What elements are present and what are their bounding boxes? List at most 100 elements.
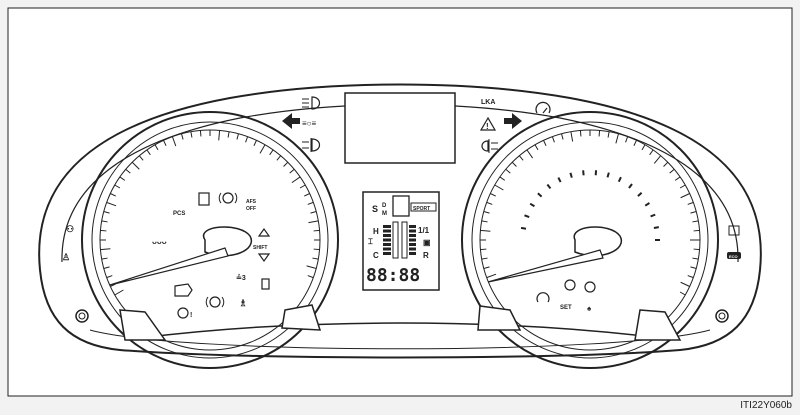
right-dimmer-knob-inner xyxy=(718,312,726,320)
coolant-temp-bar xyxy=(383,252,391,255)
speedometer-tick xyxy=(119,176,126,181)
speedometer-tick xyxy=(106,275,113,279)
center-lcd: S D M SPORT ⌶ H C 1/1 ▣ R 88:88 xyxy=(362,191,440,291)
tachometer-dot xyxy=(653,226,659,229)
tachometer-tick xyxy=(669,168,675,174)
tachometer-tick xyxy=(692,257,699,260)
tachometer-tick xyxy=(663,161,669,167)
speedometer-tick xyxy=(312,257,319,260)
pcs-indicator: PCS xyxy=(173,211,185,217)
speedometer-tick xyxy=(307,201,314,205)
tachometer-dot xyxy=(628,183,633,189)
fuel-warning-icon xyxy=(261,278,270,290)
shift-label: SHIFT xyxy=(253,245,267,251)
tachometer-tick xyxy=(526,149,534,159)
speedometer-tick xyxy=(101,257,108,260)
coolant-temp-bar xyxy=(383,225,391,228)
door-open-icon xyxy=(198,192,210,206)
tachometer-dot xyxy=(520,226,527,230)
fuel-column xyxy=(401,221,408,259)
shift-up-icon xyxy=(257,227,271,237)
tachometer-right-bracket xyxy=(634,309,682,341)
speedometer-tick xyxy=(163,140,167,146)
speedometer-tick xyxy=(110,193,116,197)
svg-text:≡○≡: ≡○≡ xyxy=(302,119,317,128)
tachometer-tick xyxy=(649,149,654,156)
tachometer-tick xyxy=(480,229,491,232)
coolant-temp-bar-gauge xyxy=(383,221,399,259)
speedometer-tick xyxy=(313,229,320,232)
fuel-bar-gauge xyxy=(401,221,416,259)
tachometer-tick xyxy=(494,184,504,191)
speedometer-tick xyxy=(308,220,319,224)
cluster-housing xyxy=(38,83,762,359)
slip-indicator-icon xyxy=(564,279,576,291)
tachometer-tick xyxy=(570,131,574,142)
right-turn-signal-icon xyxy=(504,113,522,129)
tachometer-tick xyxy=(534,144,539,151)
rear-fog-light-icon xyxy=(481,139,498,153)
tachometer-left-bracket xyxy=(477,305,522,331)
tachometer-tick xyxy=(486,273,497,279)
tachometer-dot xyxy=(537,192,543,198)
speedometer-tick xyxy=(146,149,151,156)
eco-indicator-badge xyxy=(727,252,741,259)
speedometer-tick xyxy=(154,144,159,151)
sport-mode-box xyxy=(410,202,437,212)
tachometer-tick xyxy=(687,201,694,205)
speedometer-tick xyxy=(218,130,221,141)
tachometer-tick xyxy=(483,266,490,269)
coolant-temp-bar xyxy=(383,247,391,251)
tachometer-tick xyxy=(481,220,488,223)
cruise-main-icon xyxy=(536,292,550,303)
sport-mode-indicator: SPORT xyxy=(413,206,430,212)
gear-m-indicator: M xyxy=(382,211,387,217)
master-warning-icon xyxy=(479,116,497,131)
tachometer-tick xyxy=(690,211,697,214)
speedometer-needle xyxy=(109,247,229,286)
tachometer-tick xyxy=(543,140,547,146)
tire-pressure-icon: ! xyxy=(177,307,192,319)
coolant-temp-bar xyxy=(383,234,391,237)
tachometer-tick xyxy=(625,136,629,143)
speedometer-tick xyxy=(100,229,107,232)
cruise-set-indicator: SET xyxy=(560,305,572,311)
passenger-airbag-icon: ♙ xyxy=(62,252,70,262)
fuel-bar xyxy=(409,247,416,251)
tachometer-dot xyxy=(644,202,650,207)
coolant-temp-bar xyxy=(383,229,391,233)
tachometer-ticks xyxy=(480,130,700,296)
speedometer-tick xyxy=(138,155,144,161)
shift-down-icon xyxy=(257,253,271,263)
tachometer-dot xyxy=(650,213,656,218)
tachometer-dot xyxy=(569,172,573,178)
tachometer-tick xyxy=(674,176,681,181)
right-dimmer-knob xyxy=(715,309,729,323)
tachometer-tick xyxy=(490,193,496,197)
tachometer-tick xyxy=(486,201,493,205)
fuel-bar xyxy=(409,238,416,242)
speedometer-tick xyxy=(100,248,111,251)
speedometer-tick xyxy=(171,136,177,147)
front-fog-light-icon xyxy=(302,138,321,152)
afs-off-label: OFF xyxy=(246,206,256,212)
tachometer-tick xyxy=(483,211,490,214)
tachometer-dot xyxy=(546,183,552,190)
tachometer-tick xyxy=(561,133,564,140)
gear-s-indicator: S xyxy=(372,204,378,214)
tachometer-dot xyxy=(606,172,610,178)
tachometer-tick xyxy=(641,144,646,151)
fuel-pump-icon: ▣ xyxy=(423,238,431,247)
multi-information-display xyxy=(344,92,456,164)
tachometer-dot xyxy=(637,191,643,197)
svg-text:!: ! xyxy=(190,312,192,319)
fuel-bar xyxy=(409,229,416,233)
temp-hot-label: H xyxy=(373,227,379,236)
speedometer-tick xyxy=(190,131,193,138)
temp-cold-label: C xyxy=(373,251,379,260)
abs-warning-icon xyxy=(205,296,225,308)
eco-indicator-text: ECO xyxy=(729,254,738,259)
tachometer-tick xyxy=(679,184,686,189)
speedometer-tick xyxy=(125,168,131,174)
